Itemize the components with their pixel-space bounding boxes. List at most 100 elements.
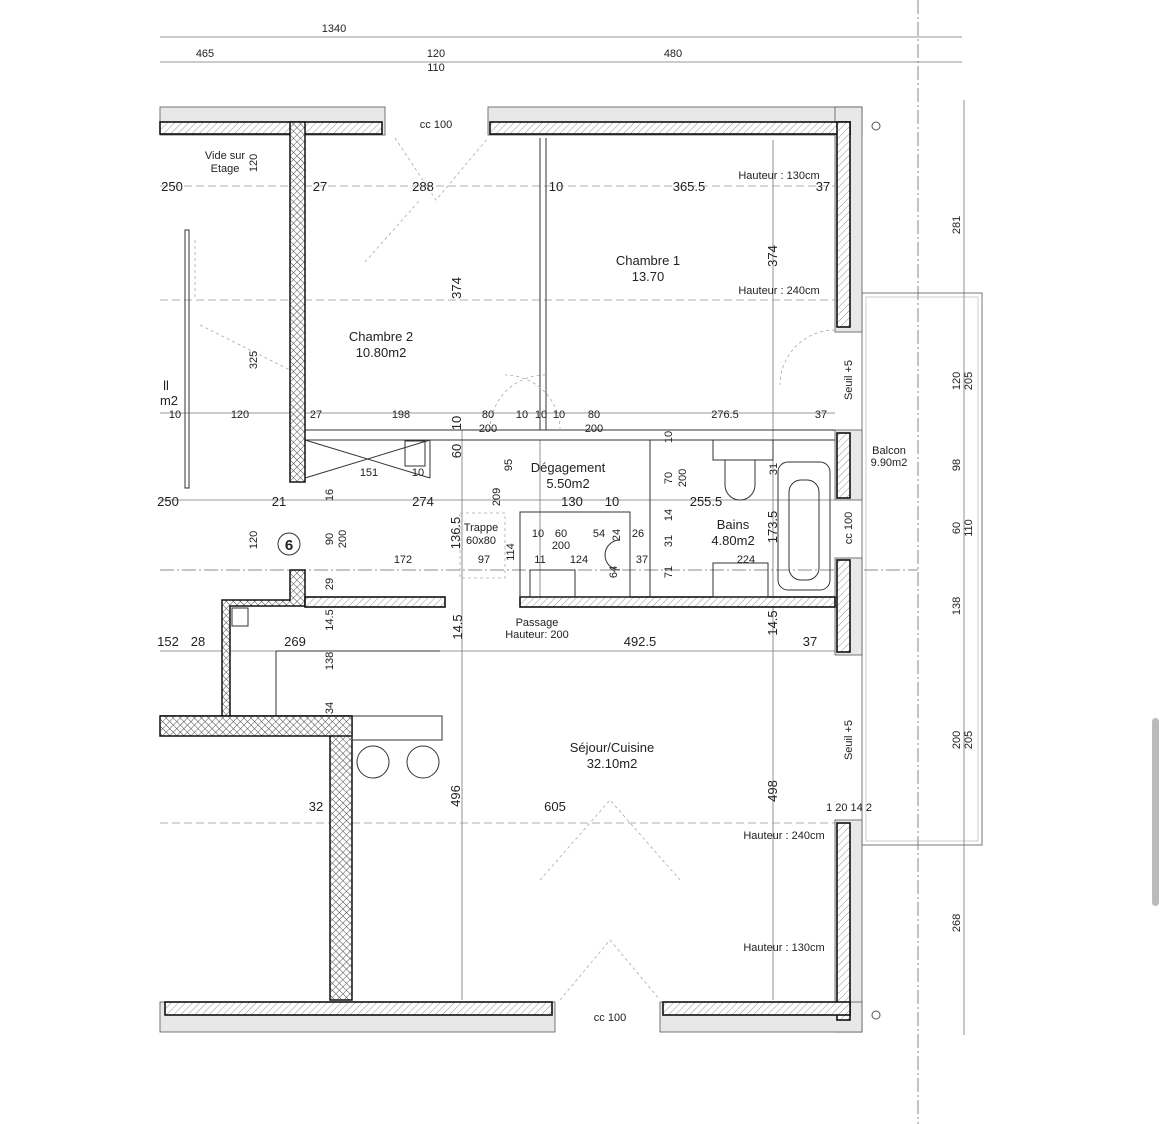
dimension: 281 [951,216,963,234]
dimension: 120 [231,409,249,421]
dimension: 10 [549,179,563,194]
dimension: 10 [605,494,619,509]
dimension: 10 [412,467,424,479]
dimension: 200 [552,540,570,552]
room-sejour-name: Séjour/Cuisine [570,740,655,755]
threshold-label: Seuil +5 [843,360,855,400]
dimension: 80 [482,409,494,421]
room-chambre2-area: 10.80m2 [356,345,407,360]
dimension: 10 [449,416,464,430]
dimension: 10 [169,409,181,421]
room-degagement-name: Dégagement [531,460,606,475]
dimension: 14.5 [324,609,336,630]
dimension: 250 [161,179,183,194]
dimension: 114 [505,543,517,561]
dimension: 37 [803,634,817,649]
dimension: 32 [309,799,323,814]
room-sejour-area: 32.10m2 [587,756,638,771]
dimension: 605 [544,799,566,814]
dimension: 136.5 [448,517,463,550]
dimension: 71 [663,566,675,578]
dimension: 250 [157,494,179,509]
dimension: 209 [491,488,503,506]
dimension: 10 [535,409,547,421]
dimension: 64 [608,566,620,578]
dimension: 10 [663,431,675,443]
dimension: 268 [951,914,963,932]
room-balcon-name: Balcon [872,445,906,457]
dimension: 29 [324,578,336,590]
dimension: 31 [768,463,780,475]
dimension: 325 [248,351,260,369]
dimension: 374 [449,277,464,299]
window-label: cc 100 [594,1012,626,1024]
scrollbar[interactable] [1152,718,1159,906]
dimension: 98 [951,459,963,471]
exterior-walls [159,106,863,1033]
vide-label-2: Etage [211,163,240,175]
dimension: 80 [588,409,600,421]
dimension: 465 [196,48,214,60]
room-degagement-area: 5.50m2 [546,476,589,491]
dimension: 14.5 [765,610,780,635]
dimension: 124 [570,554,588,566]
dimension: 492.5 [624,634,657,649]
dimension: 10 [553,409,565,421]
passage-label-2: Hauteur: 200 [505,629,569,641]
dimension: 14.5 [450,614,465,639]
window-label: cc 100 [420,119,452,131]
dimension: 28 [191,634,205,649]
dimension: 54 [593,528,605,540]
dimension: 138 [324,652,336,670]
dimension: 120 [248,154,260,172]
dimension: 1340 [322,23,346,35]
dimension: 37 [815,409,827,421]
dimension: 205 [963,372,975,390]
dimension: 480 [664,48,682,60]
dimension: 14 [663,509,675,521]
dimension: 151 [360,467,378,479]
dimension: 173.5 [765,511,780,544]
threshold-label: Seuil +5 [843,720,855,760]
dimension: 97 [478,554,490,566]
room-balcon-area: 9.90m2 [871,457,908,469]
dimension: 374 [765,245,780,267]
vide-label-1: Vide sur [205,150,245,162]
dimension: 200 [951,731,963,749]
dimension: 21 [272,494,286,509]
dimension: 120 [427,48,445,60]
dimension: 276.5 [711,409,739,421]
dimension: 200 [337,530,349,548]
dimension: 200 [677,469,689,487]
dimension: 120 [951,372,963,390]
dimension: 224 [737,554,755,566]
dimension: 95 [503,459,515,471]
dimension: 198 [392,409,410,421]
dimension: 26 [632,528,644,540]
dimension: 120 [248,531,260,549]
height-note: Hauteur : 240cm [743,830,824,842]
dimension: 138 [951,597,963,615]
dimension: 27 [313,179,327,194]
trappe-label-2: 60x80 [466,535,496,547]
dimension: 255.5 [690,494,723,509]
room-chambre1-name: Chambre 1 [616,253,680,268]
dimension: 172 [394,554,412,566]
room-bains-area: 4.80m2 [711,533,754,548]
dimension: 24 [611,529,623,541]
dimension: 60 [449,444,464,458]
stair-marker-circle [277,532,301,556]
dimension: 90 [324,533,336,545]
notes: Hauteur : 130cm Hauteur : 240cm Hauteur … [420,119,881,1024]
dimension: 130 [561,494,583,509]
dimension: 110 [427,62,445,74]
dimension: 110 [963,519,975,537]
dimension: 10 [532,528,544,540]
hall-label-2: m2 [160,393,178,408]
dimension: 10 [516,409,528,421]
dimension: 60 [555,528,567,540]
room-labels: Chambre 1 13.70 Chambre 2 10.80m2 Dégage… [160,150,907,771]
passage-label-1: Passage [516,617,559,629]
dimension: 1 20 14 2 [826,802,872,814]
